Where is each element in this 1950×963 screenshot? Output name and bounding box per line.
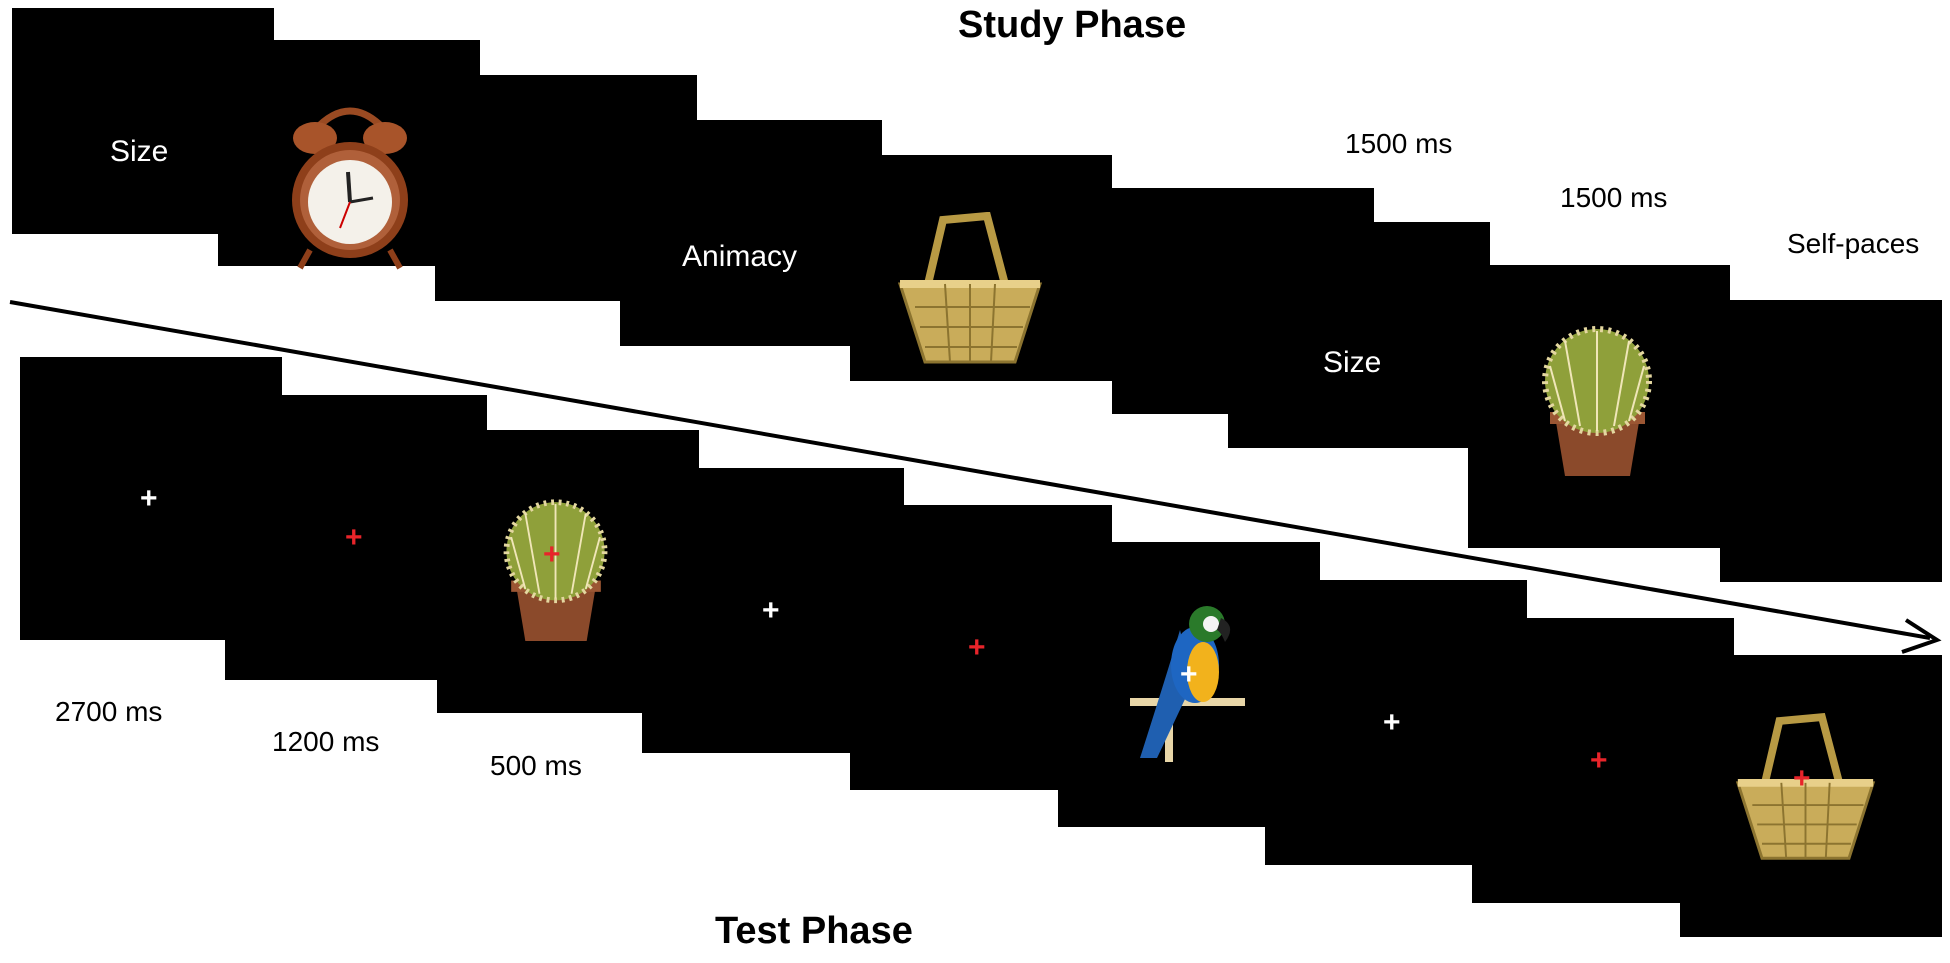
study-screen-cue-animacy — [620, 120, 882, 346]
test-duration-1: 2700 ms — [55, 696, 163, 727]
fixation-cross-red: + — [968, 631, 986, 664]
fixation-cross-red: + — [1793, 762, 1811, 795]
test-duration-2: 1200 ms — [272, 726, 380, 757]
test-duration-3: 500 ms — [490, 750, 582, 781]
study-cue-animacy: Animacy — [682, 240, 798, 273]
test-phase-title: Test Phase — [715, 910, 913, 952]
fixation-cross-red: + — [1590, 744, 1608, 777]
study-duration-3: Self-paces — [1787, 228, 1920, 259]
fixation-cross-white: + — [762, 594, 780, 627]
fixation-cross-red: + — [543, 538, 561, 571]
study-cue-size: Size — [110, 135, 169, 168]
study-screen-final — [1720, 300, 1942, 582]
fixation-cross-white: + — [1180, 658, 1198, 691]
cactus-icon — [1542, 326, 1652, 476]
fixation-cross-red: + — [345, 521, 363, 554]
fixation-cross-white: + — [1383, 706, 1401, 739]
study-duration-2: 1500 ms — [1560, 182, 1668, 213]
basket-icon — [897, 212, 1043, 364]
parrot-icon — [1130, 606, 1245, 762]
study-phase-title: Study Phase — [958, 4, 1187, 46]
cactus-icon — [503, 499, 608, 641]
study-screen-cue-size-2 — [1228, 222, 1490, 448]
study-cue-size-2: Size — [1323, 346, 1382, 379]
basket-icon — [1735, 713, 1876, 860]
fixation-cross-white: + — [140, 482, 158, 515]
study-duration-1: 1500 ms — [1345, 128, 1453, 159]
alarm-clock-icon — [292, 107, 408, 270]
